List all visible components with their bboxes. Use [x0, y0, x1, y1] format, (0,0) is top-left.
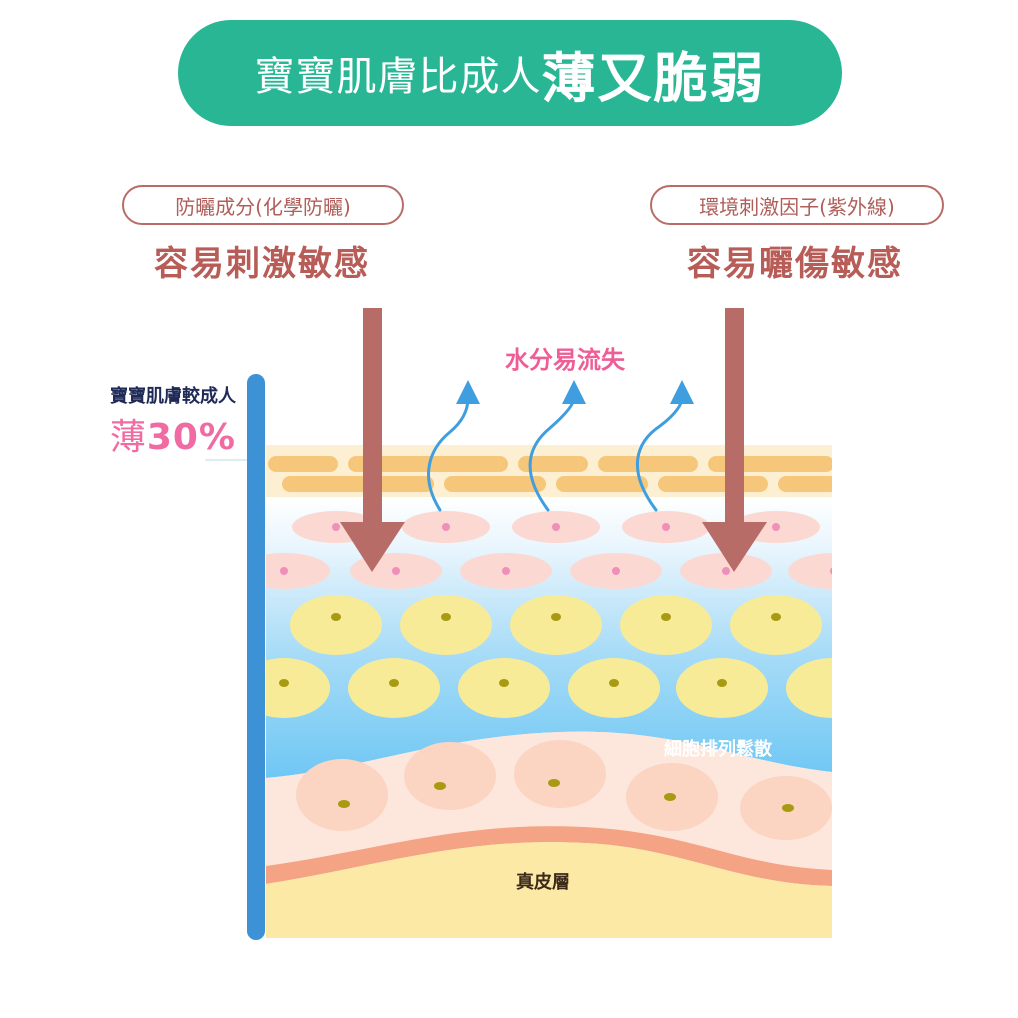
water-arrows: [427, 396, 684, 512]
up-curvy-arrow-icon: [528, 396, 576, 512]
title-emphasis: 薄又脆弱: [541, 46, 766, 110]
up-curvy-arrow-icon: [635, 396, 684, 512]
basement-band: [266, 826, 832, 886]
thickness-note: 寶寶肌膚較成人: [110, 386, 236, 407]
thickness-value: 薄30%: [52, 408, 236, 460]
thickness-bar-icon: [247, 374, 265, 940]
dermis-layer: [266, 842, 832, 938]
left-cause-tag: 防曬成分(化學防曬): [122, 185, 404, 225]
down-arrow-icon: [363, 308, 382, 530]
thickness-prefix: 薄: [109, 417, 147, 458]
up-curvy-arrow-icon: [427, 396, 470, 512]
water-loss-label: 水分易流失: [505, 346, 625, 374]
stimulus-arrows: [340, 308, 767, 572]
title-banner: 寶寶肌膚比成人 薄又脆弱: [178, 20, 842, 126]
dermis-label: 真皮層: [516, 872, 570, 893]
left-cause-effect: 容易刺激敏感: [154, 244, 370, 284]
right-cause-tag: 環境刺激因子(紫外線): [650, 185, 944, 225]
right-cause-effect: 容易曬傷敏感: [687, 244, 903, 284]
down-arrow-icon: [725, 308, 744, 530]
skin-layers: [266, 445, 832, 938]
thickness-percent: 30%: [146, 417, 236, 458]
cells-loose-label: 細胞排列鬆散: [664, 739, 772, 760]
title-normal: 寶寶肌膚比成人: [254, 54, 542, 100]
yellow-cell-row-1: [290, 595, 822, 655]
yellow-cell-row-2: [266, 658, 832, 718]
